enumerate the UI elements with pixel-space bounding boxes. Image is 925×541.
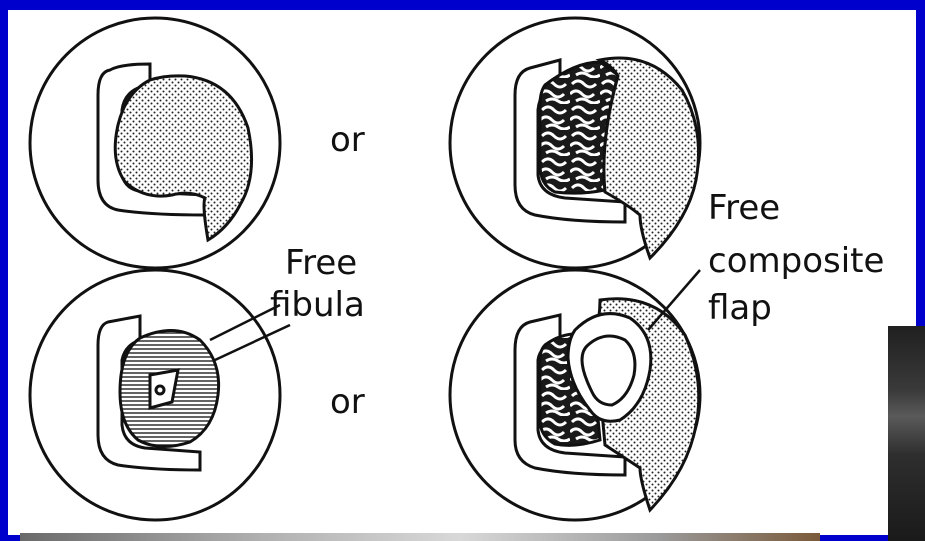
free-composite-flap-label-line3: flap [708, 290, 772, 327]
diagram-top-right [450, 18, 700, 268]
or-label-top: or [330, 122, 365, 159]
cropped-photo-right [888, 326, 925, 541]
free-composite-flap-label-line1: Free [708, 190, 780, 227]
cropped-photo-bottom [20, 533, 820, 541]
diagram-bottom-left [30, 270, 290, 520]
free-composite-flap-label-line2: composite [708, 243, 884, 280]
free-fibula-label-line2: fibula [270, 287, 365, 324]
or-label-bottom: or [330, 384, 365, 421]
diagram-top-left [30, 18, 280, 268]
free-fibula-label-line1: Free [285, 245, 357, 282]
diagram-bottom-right [450, 270, 700, 520]
